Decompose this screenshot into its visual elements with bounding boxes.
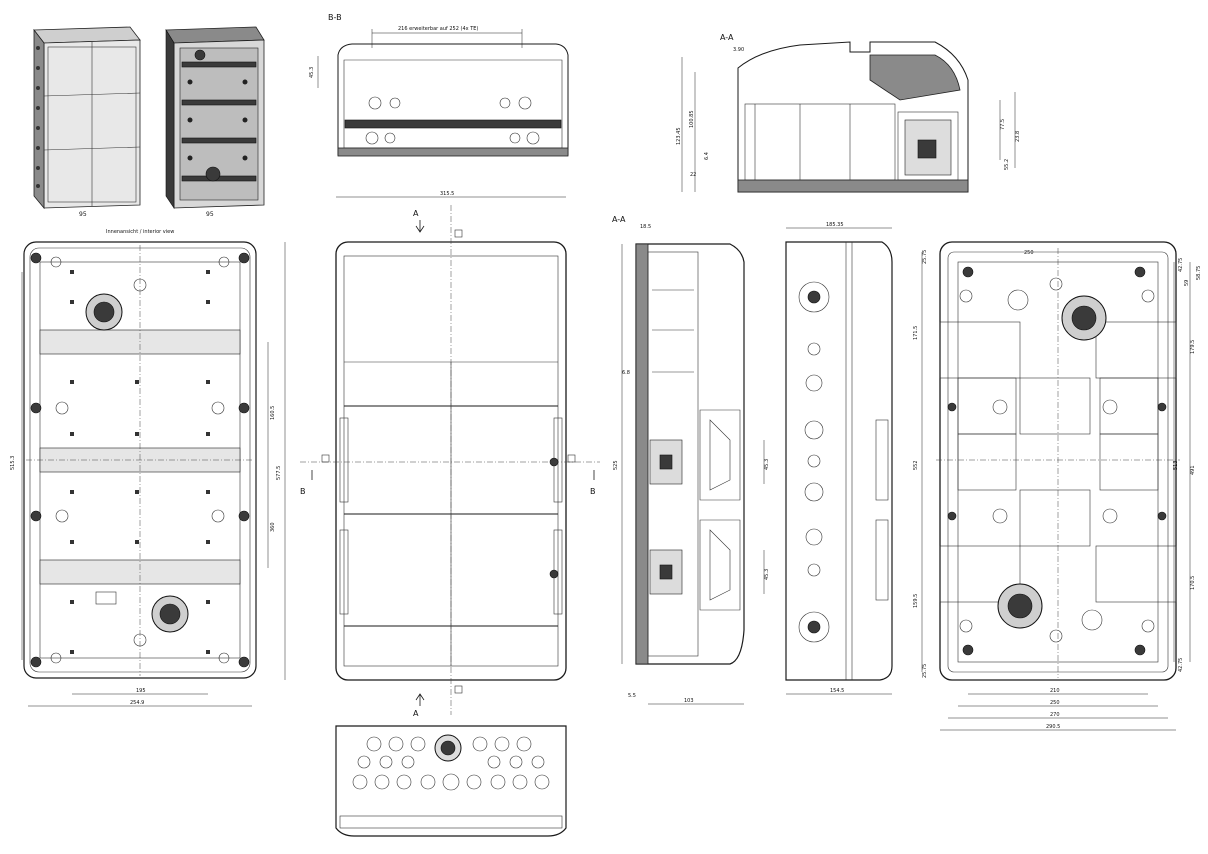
section-aa-top-label: A-A xyxy=(720,33,734,42)
rear-bottom-2: 42.75 xyxy=(1178,658,1184,672)
aa-top-height-2: 100.85 xyxy=(689,111,695,129)
rear-view: 250 xyxy=(913,241,1202,731)
aa-top-dim-b: 22 xyxy=(690,172,696,178)
cut-b-left: B xyxy=(300,487,306,496)
rear-height-4: 171.5 xyxy=(913,326,919,340)
isometric-view-closed: 95 xyxy=(33,26,141,218)
section-bb-height: 45.3 xyxy=(309,67,315,78)
iso-width-1: 95 xyxy=(79,211,87,218)
section-aa-side-view: A-A 18.5 525 6.8 45.3 45.3 5.5 103 xyxy=(612,215,770,705)
side-top-width: 185.35 xyxy=(826,222,844,228)
rear-height-7: 170.5 xyxy=(1190,576,1196,590)
rear-bottom-1: 25.75 xyxy=(922,664,928,678)
aa-top-dim-e: 77.5 xyxy=(1000,119,1006,130)
aa-side-top-dim: 18.5 xyxy=(640,224,651,230)
interior-rail: 360 xyxy=(270,522,276,532)
interior-height: 515.3 xyxy=(10,456,16,470)
cut-b-right: B xyxy=(590,487,596,496)
side-view: 185.35 154.5 xyxy=(785,222,893,695)
interior-view-label: Innenansicht / interior view xyxy=(106,229,174,235)
rear-height-2: 513 xyxy=(1173,460,1179,470)
section-bb-view: B-B 216 erweiterbar auf 252 (4x TE) 45.3 xyxy=(309,13,569,157)
aa-side-dim-b: 45.3 xyxy=(764,459,770,470)
rear-height-3: 491 xyxy=(1190,465,1196,475)
section-aa-side-label: A-A xyxy=(612,215,626,224)
section-bb-header: 216 erweiterbar auf 252 (4x TE) xyxy=(398,26,478,32)
cut-a-bottom: A xyxy=(413,709,419,718)
aa-side-bottom-dim: 5.5 xyxy=(628,693,636,699)
aa-side-dim-a: 6.8 xyxy=(622,370,630,376)
rear-height-5: 159.5 xyxy=(913,594,919,608)
rear-width-2: 250 xyxy=(1050,700,1060,706)
aa-top-dim-c: 6.4 xyxy=(704,152,710,160)
rear-width-3: 270 xyxy=(1050,712,1060,718)
aa-top-height-1: 123.45 xyxy=(676,128,682,146)
aa-top-dim-f: 23.8 xyxy=(1015,131,1021,142)
interior-mid: 160.5 xyxy=(270,406,276,420)
rear-top-4: 58.75 xyxy=(1196,266,1202,280)
aa-side-height: 525 xyxy=(613,460,619,470)
front-height: 577.5 xyxy=(276,466,282,480)
side-bottom-width: 154.5 xyxy=(830,688,844,694)
bottom-view xyxy=(335,725,567,837)
interior-overall-width: 254.9 xyxy=(130,700,144,706)
aa-top-dim-a: 3.90 xyxy=(733,47,744,53)
cut-a-top: A xyxy=(413,209,419,218)
section-aa-top-view: A-A 3.90 123.45 100.85 22 6.4 55.2 77.5 … xyxy=(676,33,1021,193)
rear-width-4: 290.5 xyxy=(1046,724,1060,730)
front-width: 315.5 xyxy=(440,191,454,197)
rear-top-dim: 250 xyxy=(1024,250,1034,256)
aa-top-dim-d: 55.2 xyxy=(1004,159,1010,170)
isometric-view-open: 95 xyxy=(165,26,265,218)
rear-height-6: 179.5 xyxy=(1190,340,1196,354)
rear-height: 552 xyxy=(913,460,919,470)
rear-width-1: 210 xyxy=(1050,688,1060,694)
aa-side-width: 103 xyxy=(684,698,694,704)
rear-top-3: 59 xyxy=(1184,280,1190,286)
aa-side-dim-c: 45.3 xyxy=(764,569,770,580)
rear-top-1: 25.75 xyxy=(922,250,928,264)
rear-top-2: 42.75 xyxy=(1178,258,1184,272)
interior-inner-width: 195 xyxy=(136,688,146,694)
iso-width-2: 95 xyxy=(206,211,214,218)
section-bb-label: B-B xyxy=(328,13,342,22)
interior-view: Innenansicht / interior view xyxy=(10,229,276,707)
front-view: 315.5 A A B B 577.5 xyxy=(276,191,600,718)
